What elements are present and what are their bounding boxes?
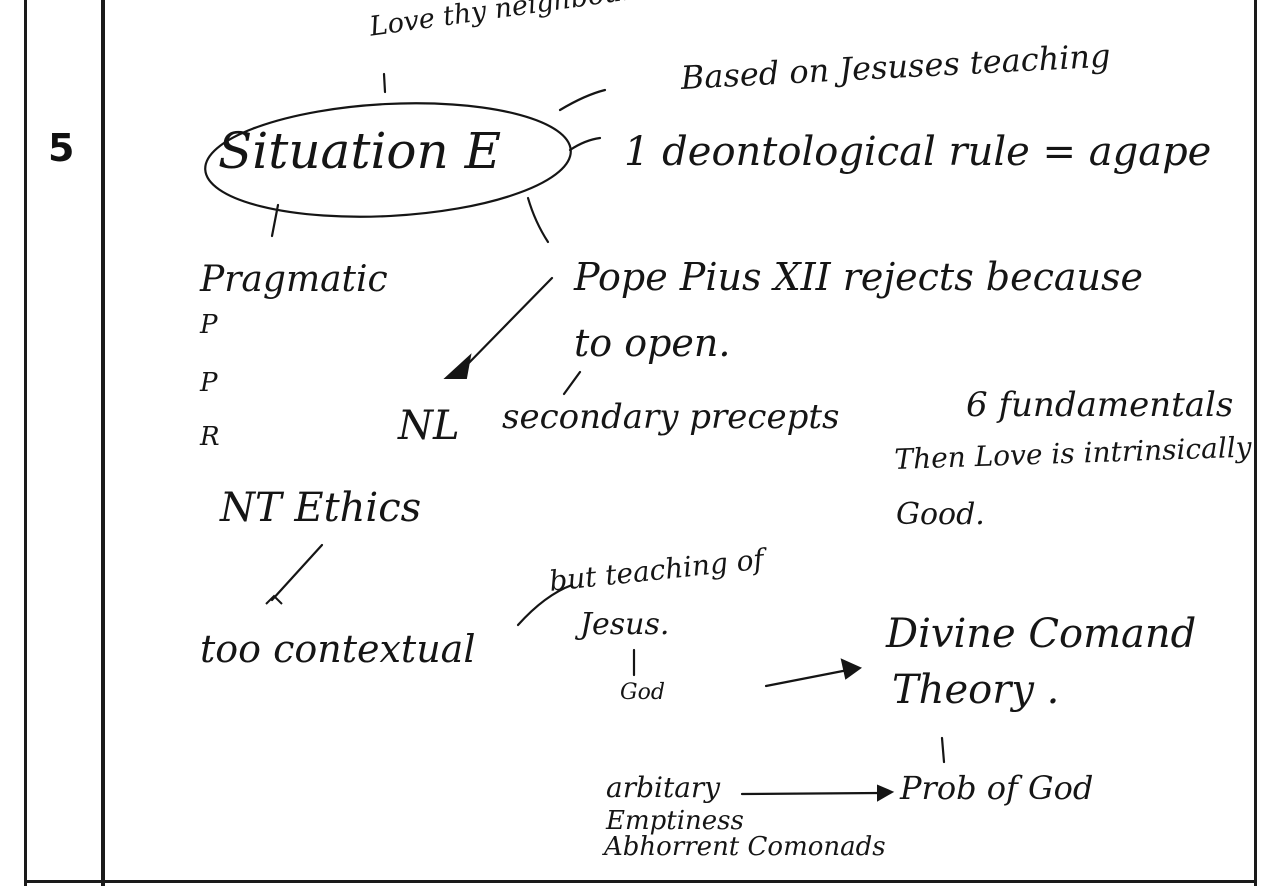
right-border-line [1254, 0, 1257, 886]
pragmatic-note: Pragmatic [200, 259, 388, 300]
left-border-line [24, 0, 27, 886]
abhorrent-commands-note: Abhorrent Comonads [604, 832, 886, 862]
arrow-god-to-divine [764, 668, 850, 688]
secondary-precepts-note: secondary precepts [502, 397, 840, 437]
divine-command-note: Divine Comand [886, 611, 1197, 657]
connector-nt-ethics [270, 543, 324, 602]
question-number: 5 [48, 126, 75, 170]
nl-note: NL [398, 403, 460, 449]
arrowhead-prob [877, 784, 895, 802]
too-open-note: to open. [574, 321, 731, 365]
situation-title: Situation E [218, 122, 502, 180]
connector-upper-right [558, 88, 607, 112]
connector-right [568, 136, 602, 152]
p-note-2: P [200, 368, 218, 398]
arbitary-note: arbitary [606, 771, 721, 804]
arrow-pope-to-nl [458, 276, 554, 374]
margin-line [101, 0, 105, 886]
emptiness-note: Emptiness [606, 806, 744, 836]
six-fundamentals-note: 6 fundamentals [966, 385, 1234, 425]
rule-note: 1 deontological rule = agape [624, 129, 1212, 175]
arrowhead-nl [443, 353, 472, 379]
god-note: God [620, 680, 665, 705]
arrowhead-divine [840, 658, 863, 680]
connector-but-teaching [516, 583, 574, 627]
connector-lower-right [526, 196, 550, 244]
good-note: Good. [896, 497, 985, 532]
line-arbitary-prob [740, 791, 882, 796]
pope-note: Pope Pius XII rejects because [574, 255, 1143, 299]
jesus-note: Jesus. [580, 607, 670, 642]
r-note: R [200, 422, 220, 452]
connector-theory-prob [940, 736, 946, 764]
theory-note: Theory . [892, 667, 1060, 713]
too-contextual-note: too contextual [200, 627, 476, 671]
prob-of-god-note: Prob of God [900, 769, 1094, 807]
nt-ethics-note: NT Ethics [220, 485, 422, 531]
tick-too-contextual [265, 594, 283, 605]
connector-secondary [562, 370, 582, 396]
p-note-1: P [200, 310, 218, 340]
connector-top [382, 72, 387, 94]
bottom-border-line [24, 880, 1257, 883]
connector-left [270, 203, 280, 238]
